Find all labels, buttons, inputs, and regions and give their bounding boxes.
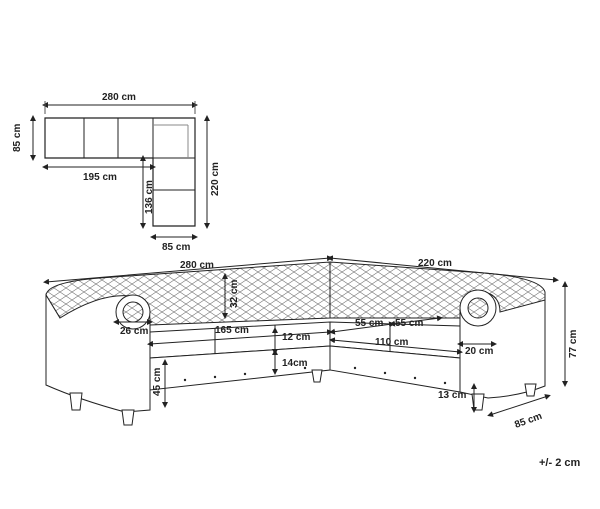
- leg-center: [311, 369, 323, 383]
- arm-width-label: 26 cm: [120, 326, 148, 337]
- sofa-length-right-label: 220 cm: [418, 258, 452, 269]
- base-height-label: 14cm: [282, 358, 308, 369]
- plan-width-label: 280 cm: [102, 92, 136, 103]
- seat-thickness-label: 12 cm: [282, 332, 310, 343]
- arm-width-right-label: 20 cm: [465, 346, 493, 357]
- seat-height-label: 45 cm: [152, 368, 163, 396]
- plan-depth-left-label: 85 cm: [12, 124, 23, 152]
- plan-height-right-label: 220 cm: [210, 162, 221, 196]
- depth-label: 85 cm: [513, 411, 544, 431]
- leg-left-front: [69, 392, 83, 411]
- leg-middle: [121, 409, 135, 426]
- seat-length-left-label: 165 cm: [215, 325, 249, 336]
- leg-height-label: 13 cm: [438, 390, 466, 401]
- total-height-label: 77 cm: [568, 330, 579, 358]
- cushion-right-label: 55 cm: [395, 318, 423, 329]
- cushion-left-label: 55 cm: [355, 318, 383, 329]
- back-height-label: 32 cm: [229, 280, 240, 308]
- plan-outline: [44, 117, 196, 227]
- tolerance-note: +/- 2 cm: [539, 457, 580, 469]
- plan-inner-length-label: 195 cm: [83, 172, 117, 183]
- plan-inner-height-label: 136 cm: [144, 180, 155, 214]
- plan-view: [30, 101, 210, 240]
- seat-length-right-label: 110 cm: [375, 337, 408, 348]
- leg-right-back: [524, 383, 537, 397]
- sofa-length-left-label: 280 cm: [180, 260, 214, 271]
- sofa-drawing: [43, 255, 568, 426]
- plan-depth-bottom-label: 85 cm: [162, 242, 190, 253]
